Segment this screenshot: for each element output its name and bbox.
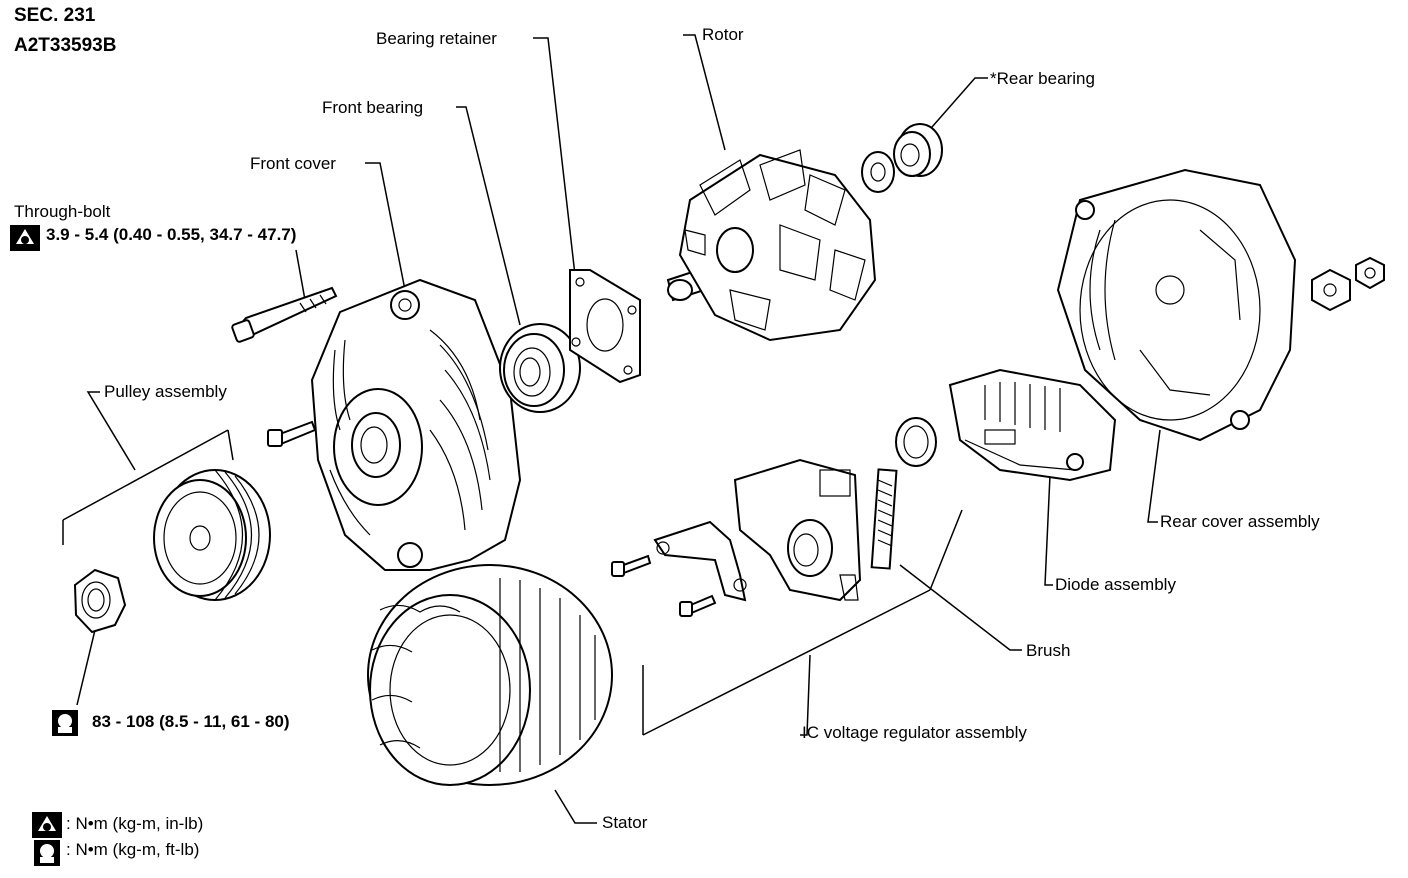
- label-rear-cover-assembly: Rear cover assembly: [1160, 512, 1320, 531]
- cover-screw-part: [267, 420, 317, 448]
- rear-nut-part: [1311, 256, 1385, 312]
- ic-regulator-part: [653, 458, 862, 602]
- diode-assembly-part: [948, 368, 1117, 482]
- regulator-screw-part: [611, 554, 717, 617]
- label-front-cover: Front cover: [250, 154, 336, 173]
- rear-cover-part: [1056, 168, 1297, 442]
- torque-through-bolt: 3.9 - 5.4 (0.40 - 0.55, 34.7 - 47.7): [46, 225, 297, 244]
- label-brush: Brush: [1026, 641, 1071, 660]
- rotor-part: [666, 149, 877, 342]
- label-front-bearing: Front bearing: [322, 98, 424, 117]
- front-bearing-part: [499, 323, 581, 413]
- stator-part: [367, 564, 613, 786]
- torque-ft-lb-icon: [52, 710, 78, 736]
- label-rotor: Rotor: [702, 25, 744, 44]
- legend-ft-lb-text: : N•m (kg-m, ft-lb): [66, 840, 200, 859]
- legend-in-lb-icon: [32, 812, 62, 838]
- legend-ft-lb-icon: [34, 840, 60, 866]
- legend-in-lb-text: : N•m (kg-m, in-lb): [66, 814, 204, 833]
- label-rear-bearing: *Rear bearing: [990, 69, 1095, 88]
- label-ic-regulator: IC voltage regulator assembly: [802, 723, 1027, 742]
- label-pulley-assembly: Pulley assembly: [104, 382, 227, 401]
- brush-clip-part: [895, 417, 937, 467]
- through-bolt-part: [231, 286, 338, 343]
- torque-in-lb-icon: [10, 225, 40, 251]
- leader-lines: [62, 34, 1161, 824]
- pulley-part: [153, 469, 271, 601]
- rear-bearing-part: [861, 123, 943, 193]
- label-stator: Stator: [602, 813, 648, 832]
- drawing-code: A2T33593B: [14, 35, 117, 56]
- front-cover-part: [310, 278, 522, 571]
- pulley-nut-part: [73, 568, 127, 634]
- label-through-bolt: Through-bolt: [14, 202, 111, 221]
- torque-pulley-nut: 83 - 108 (8.5 - 11, 61 - 80): [92, 712, 290, 731]
- label-diode-assembly: Diode assembly: [1055, 575, 1176, 594]
- section-number: SEC. 231: [14, 5, 96, 26]
- bearing-retainer-part: [569, 269, 641, 384]
- label-bearing-retainer: Bearing retainer: [376, 29, 497, 48]
- brush-part: [870, 468, 898, 570]
